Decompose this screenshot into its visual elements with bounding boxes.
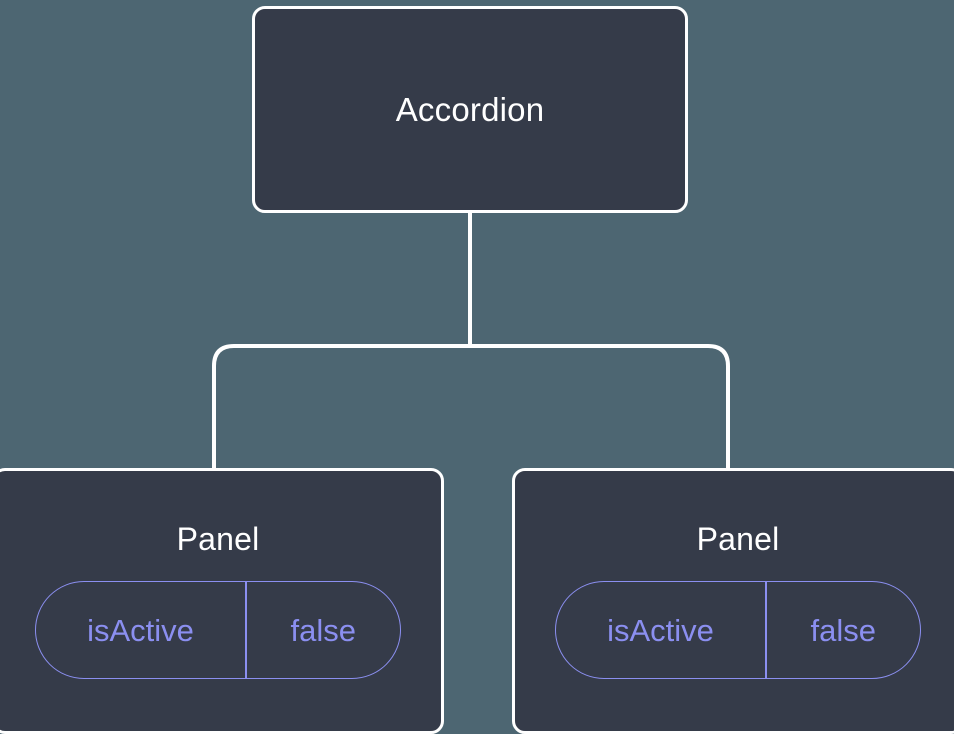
state-value: false	[810, 612, 877, 648]
state-badge[interactable]: isActive false	[555, 581, 921, 679]
edge-branch-left	[212, 344, 470, 470]
node-body: Panel isActive false	[515, 471, 954, 679]
state-divider	[245, 582, 247, 678]
node-body: Panel isActive false	[0, 471, 441, 679]
node-title: Accordion	[395, 91, 545, 128]
state-divider	[765, 582, 767, 678]
node-title: Panel	[176, 521, 260, 557]
edge-branch-right	[470, 344, 730, 470]
state-key: isActive	[87, 612, 194, 648]
node-title: Panel	[696, 521, 780, 557]
state-badge[interactable]: isActive false	[35, 581, 401, 679]
state-value: false	[290, 612, 357, 648]
tree-node-accordion[interactable]: Accordion	[252, 6, 688, 213]
tree-node-panel-0[interactable]: Panel isActive false	[0, 468, 444, 734]
tree-node-panel-1[interactable]: Panel isActive false	[512, 468, 954, 734]
state-key: isActive	[607, 612, 714, 648]
